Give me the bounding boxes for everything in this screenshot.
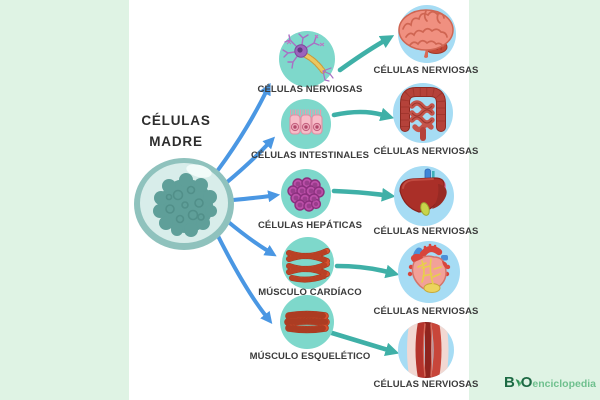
arrow-intestinal-cells-to-intestine <box>331 107 395 122</box>
neuron-cell-illustration <box>279 31 335 87</box>
arrow-skeletal-muscle-to-muscle <box>329 330 400 356</box>
brain-illustration <box>398 5 456 63</box>
organ-label-2: CÉLULAS NERVIOSAS <box>373 146 479 157</box>
logo-letter-o: O <box>520 374 533 391</box>
arrow-stem-to-nerve-cells <box>216 82 271 172</box>
cell-type-label-3: CÉLULAS HEPÁTICAS <box>257 220 363 231</box>
bioenciclopedia-logo: B O enciclopedia <box>504 373 596 395</box>
arrow-stem-to-cardiac-muscle <box>224 218 277 257</box>
cell-type-label-1: CÉLULAS NERVIOSAS <box>257 84 363 95</box>
arrow-stem-to-intestinal-cells <box>224 136 276 185</box>
cardiac-muscle-illustration <box>282 237 334 289</box>
stem-cell-label-line1: CÉLULAS <box>141 113 211 128</box>
arrow-nerve-cells-to-brain <box>337 35 395 73</box>
organ-label-1: CÉLULAS NERVIOSAS <box>373 65 479 76</box>
organ-label-5: CÉLULAS NERVIOSAS <box>373 379 479 390</box>
organ-label-4: CÉLULAS NERVIOSAS <box>373 306 479 317</box>
arrow-cardiac-muscle-to-heart <box>334 263 400 279</box>
organ-label-3: CÉLULAS NERVIOSAS <box>373 226 479 237</box>
stem-cell-label: CÉLULAS MADRE <box>114 110 238 152</box>
intestine-illustration <box>393 83 453 143</box>
stem-cell-label-line2: MADRE <box>149 134 203 149</box>
stem-cell-illustration <box>134 158 234 250</box>
hepatic-cells-illustration <box>281 169 331 219</box>
skeletal-muscle-illustration <box>280 295 334 349</box>
cell-type-label-5: MÚSCULO ESQUELÉTICO <box>249 351 371 362</box>
heart-illustration <box>398 241 460 303</box>
leaf-icon <box>515 379 522 387</box>
arrow-stem-to-hepatic-cells <box>231 190 281 203</box>
cell-type-label-4: MÚSCULO CARDÍACO <box>258 287 362 298</box>
muscle-tissue-illustration <box>398 322 454 378</box>
arrow-hepatic-cells-to-liver <box>331 187 396 202</box>
intestinal-cells-illustration <box>281 99 331 149</box>
cell-type-label-2: CÉLULAS INTESTINALES <box>250 150 370 161</box>
logo-text: enciclopedia <box>532 378 596 390</box>
logo-letter-b: B <box>504 374 515 391</box>
arrow-stem-to-skeletal-muscle <box>214 230 273 325</box>
liver-illustration <box>394 166 454 226</box>
